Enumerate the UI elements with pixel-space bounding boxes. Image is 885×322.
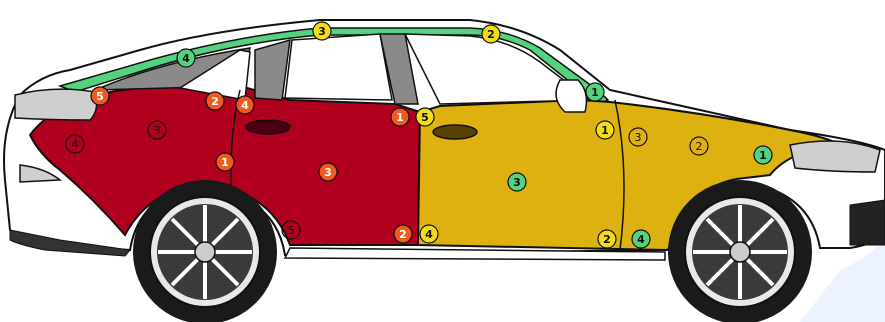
damage-marker-label: 3: [513, 176, 521, 189]
damage-marker-label: 2: [399, 228, 407, 241]
damage-marker-1[interactable]: 1: [754, 146, 772, 164]
damage-marker-1[interactable]: 1: [596, 121, 614, 139]
damage-marker-label: 2: [211, 95, 219, 108]
damage-marker-4[interactable]: 4: [420, 225, 438, 243]
side-mirror: [556, 80, 586, 112]
damage-marker-label: 3: [154, 124, 161, 137]
damage-marker-3[interactable]: 3: [508, 173, 526, 191]
damage-marker-label: 5: [421, 111, 429, 124]
front-grille: [850, 200, 885, 245]
damage-marker-5[interactable]: 5: [416, 108, 434, 126]
front-door-handle: [433, 125, 477, 139]
damage-marker-4[interactable]: 4: [632, 230, 650, 248]
front-wheel: [668, 180, 812, 322]
damage-marker-2[interactable]: 2: [394, 225, 412, 243]
rear-wheel: [133, 180, 277, 322]
damage-marker-label: 1: [601, 124, 609, 137]
damage-marker-4[interactable]: 4: [177, 49, 195, 67]
damage-marker-2[interactable]: 2: [598, 230, 616, 248]
damage-marker-label: 3: [635, 131, 642, 144]
rear-door-window: [285, 34, 392, 100]
taillight: [15, 89, 97, 120]
damage-marker-label: 3: [318, 25, 326, 38]
damage-marker-label: 1: [759, 149, 767, 162]
damage-marker-1[interactable]: 1: [216, 153, 234, 171]
damage-marker-label: 2: [696, 140, 703, 153]
damage-marker-2[interactable]: 2: [206, 92, 224, 110]
damage-marker-label: 4: [637, 233, 645, 246]
damage-marker-label: 5: [288, 224, 295, 237]
damage-marker-1[interactable]: 1: [586, 83, 604, 101]
damage-marker-1[interactable]: 1: [391, 108, 409, 126]
damage-marker-label: 3: [324, 166, 332, 179]
rear-door-handle: [246, 120, 290, 134]
damage-marker-label: 5: [96, 90, 104, 103]
damage-marker-3[interactable]: 3: [313, 22, 331, 40]
headlight: [790, 141, 880, 172]
damage-marker-label: 2: [603, 233, 611, 246]
damage-marker-4[interactable]: 4: [236, 96, 254, 114]
damage-marker-2[interactable]: 2: [482, 25, 500, 43]
damage-marker-label: 1: [591, 86, 599, 99]
damage-marker-label: 1: [221, 156, 229, 169]
damage-marker-label: 4: [72, 138, 79, 151]
damage-marker-5[interactable]: 5: [91, 87, 109, 105]
damage-marker-3[interactable]: 3: [319, 163, 337, 181]
damage-marker-label: 4: [425, 228, 433, 241]
damage-marker-label: 4: [182, 52, 190, 65]
damage-marker-label: 2: [487, 28, 495, 41]
damage-marker-label: 4: [241, 99, 249, 112]
damage-marker-label: 1: [396, 111, 404, 124]
